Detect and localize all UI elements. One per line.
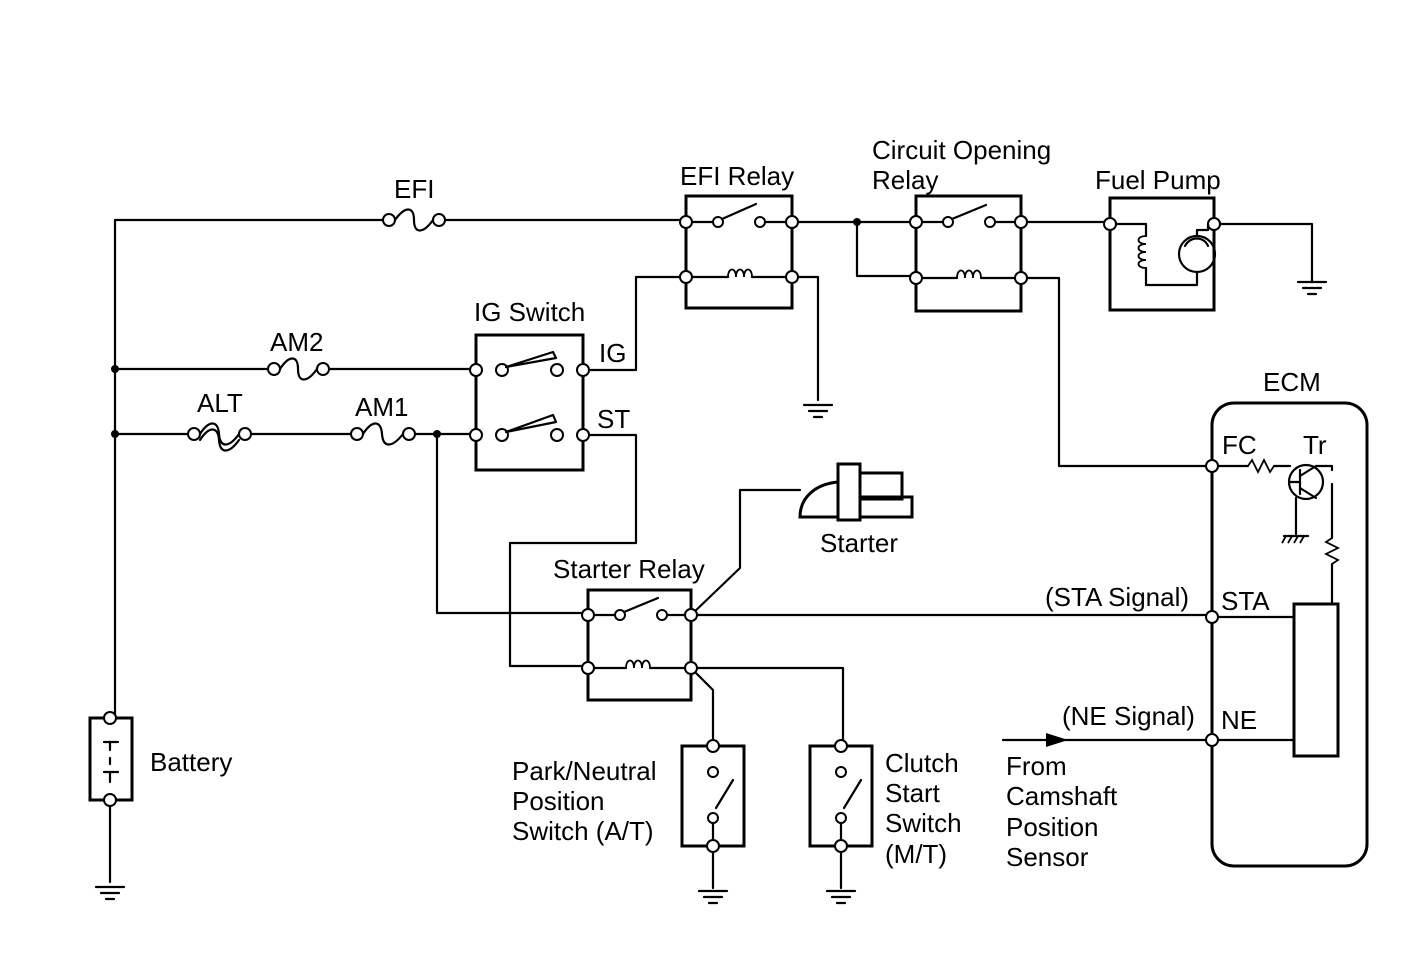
labels: EFI EFI Relay Circuit Opening Relay Fuel…	[150, 135, 1327, 872]
fuel-pump-label: Fuel Pump	[1095, 165, 1221, 195]
starter-relay-label: Starter Relay	[553, 554, 705, 584]
ground-icon	[825, 889, 857, 905]
tr-label: Tr	[1303, 430, 1327, 460]
junction-dots	[111, 218, 861, 438]
sta-label: STA	[1221, 586, 1270, 616]
st-terminal-label: ST	[597, 404, 630, 434]
am1-fuse-label: AM1	[355, 392, 408, 422]
ground-symbols	[94, 280, 1328, 905]
ecm-label: ECM	[1263, 367, 1321, 397]
ground-icon	[1296, 280, 1328, 296]
battery-label: Battery	[150, 747, 232, 777]
clutch-label-line2: Start	[885, 778, 941, 808]
ig-switch-label: IG Switch	[474, 297, 585, 327]
park-neutral-position-switch	[680, 739, 746, 853]
clutch-start-switch	[808, 739, 874, 853]
circuit-opening-relay	[909, 194, 1028, 313]
ground-icon	[697, 889, 729, 905]
alt-fuse	[187, 422, 252, 452]
wiring	[108, 218, 1314, 890]
ig-terminal-label: IG	[599, 338, 626, 368]
starter-label: Starter	[820, 528, 898, 558]
park-neutral-label-line1: Park/Neutral	[512, 756, 657, 786]
clutch-label-line1: Clutch	[885, 748, 959, 778]
camshaft-label-line2: Camshaft	[1006, 781, 1118, 811]
starter-relay	[581, 588, 698, 702]
camshaft-label-line4: Sensor	[1006, 842, 1089, 872]
efi-fuse-label: EFI	[394, 174, 434, 204]
am1-fuse	[350, 422, 416, 446]
park-neutral-label-line2: Position	[512, 786, 605, 816]
battery	[88, 711, 134, 807]
alt-fuse-label: ALT	[197, 388, 243, 418]
fuel-pump	[1103, 196, 1221, 312]
efi-fuse	[382, 208, 446, 232]
fc-label: FC	[1222, 430, 1257, 460]
ne-signal-label: (NE Signal)	[1062, 701, 1195, 731]
ground-icon	[94, 885, 126, 901]
clutch-label-line3: Switch	[885, 808, 962, 838]
ig-switch	[469, 333, 590, 472]
ne-label: NE	[1221, 705, 1257, 735]
park-neutral-label-line3: Switch (A/T)	[512, 816, 654, 846]
am2-fuse-label: AM2	[270, 327, 323, 357]
clutch-label-line4: (M/T)	[885, 839, 947, 869]
ground-icon	[802, 403, 834, 419]
camshaft-label-line3: Position	[1006, 812, 1099, 842]
circuit-opening-relay-label-line1: Circuit Opening	[872, 135, 1051, 165]
circuit-opening-relay-label-line2: Relay	[872, 165, 938, 195]
sta-signal-label: (STA Signal)	[1045, 582, 1189, 612]
starter-motor	[798, 462, 914, 522]
camshaft-label-line1: From	[1006, 751, 1067, 781]
ecm	[1205, 401, 1369, 868]
efi-relay	[679, 194, 799, 310]
am2-fuse	[267, 357, 330, 381]
efi-relay-label: EFI Relay	[680, 161, 794, 191]
